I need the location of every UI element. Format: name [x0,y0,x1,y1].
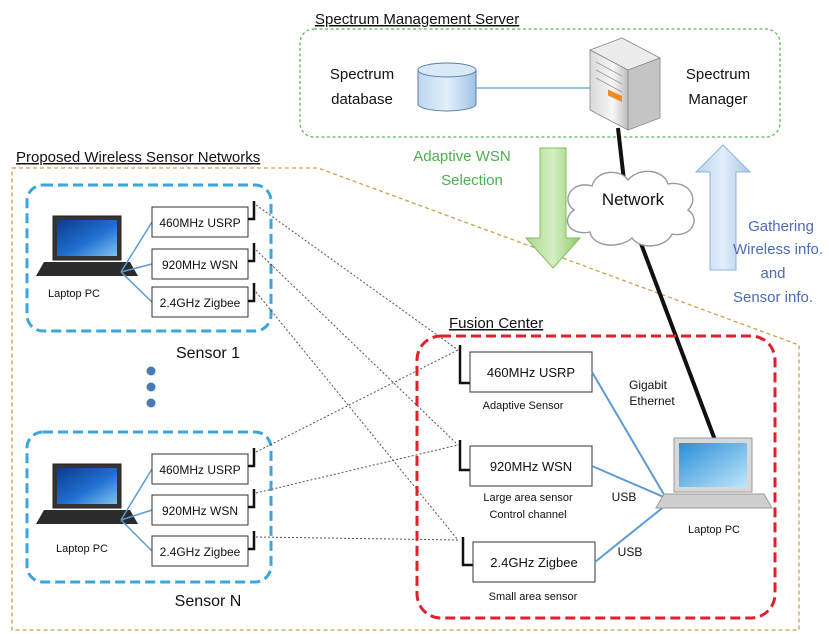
fusion-caption-wsn-2: Control channel [489,509,566,521]
sensor-n-laptop-icon [36,463,138,524]
link-label-gigabit-1: Gigabit [629,378,668,392]
radio-links [255,204,459,541]
database-icon [417,62,477,112]
fusion-caption-usrp: Adaptive Sensor [483,400,564,412]
gathering-arrow [694,144,752,271]
server-title: Spectrum Management Server [315,11,519,28]
sensor-n-border [25,430,273,584]
sensor-n-module-usrp [151,453,249,485]
gathering-label-line4: Sensor info. [733,289,813,306]
link-label-usb-2: USB [618,545,643,559]
fusion-center: Fusion Center 460MHz USRP Adaptive Senso… [415,315,777,620]
sensor-1-module-wsn-label: 920MHz WSN [162,258,238,272]
gigabit-link [591,371,667,499]
spectrum-management-server: Spectrum Management Server Spectrum data… [299,11,781,138]
proposed-wsn-group: Proposed Wireless Sensor Networks [11,149,800,631]
gathering-label-line3: and [760,265,785,282]
adaptive-wsn-arrow [524,147,582,269]
adaptive-label-line1: Adaptive WSN [413,148,511,165]
link-label-gigabit-2: Ethernet [629,394,675,408]
usb-link-wsn [591,465,667,499]
fusion-caption-wsn-1: Large area sensor [483,492,573,504]
sensor-1-node: Laptop PC 460MHz USRP 920MHz WSN 2.4GHz … [25,183,273,362]
fusion-module-wsn [469,445,593,487]
network-label: Network [602,190,665,209]
network-cloud-icon [566,170,695,247]
fusion-laptop-icon [655,437,773,509]
fusion-module-usrp-label: 460MHz USRP [487,365,575,380]
db-label-line1: Spectrum [330,66,394,83]
usb-link-zigbee [594,504,667,563]
sensor-1-antenna-icons [248,201,256,303]
fusion-border [415,334,777,620]
manager-label-line1: Spectrum [686,66,750,83]
gathering-label-line1: Gathering [748,218,814,235]
sensor-n-module-zigbee [151,535,249,567]
sensor-n-node: Laptop PC 460MHz USRP 920MHz WSN 2.4GHz … [25,430,273,610]
sensor-n-module-wsn-label: 920MHz WSN [162,504,238,518]
sensor-n-laptop-label: Laptop PC [56,543,108,555]
sensor-1-name: Sensor 1 [176,345,240,362]
sensor-1-module-usrp-label: 460MHz USRP [159,216,240,230]
db-label-line2: database [331,91,393,108]
sensor-n-module-zigbee-label: 2.4GHz Zigbee [160,545,241,559]
network-laptop-link [632,224,717,441]
sensor-n-module-wsn [151,494,249,526]
fusion-module-usrp [469,351,593,393]
sensor-1-module-usrp [151,206,249,238]
server-tower-icon [589,37,661,131]
fusion-laptop-label: Laptop PC [688,524,740,536]
wsn-title: Proposed Wireless Sensor Networks [16,149,260,166]
sensor-1-module-zigbee-label: 2.4GHz Zigbee [160,296,241,310]
sensor-1-laptop-label: Laptop PC [48,288,100,300]
sensor-n-name: Sensor N [175,593,242,610]
manager-label-line2: Manager [688,91,747,108]
sensor-1-laptop-icon [36,215,138,276]
fusion-antenna-icons [458,345,473,567]
fusion-module-wsn-label: 920MHz WSN [490,459,572,474]
adaptive-label-line2: Selection [441,172,503,189]
wsn-border [11,167,800,631]
sensor-n-antenna-icons [248,448,256,551]
sensor-1-module-zigbee [151,286,249,318]
sensor-n-module-usrp-label: 460MHz USRP [159,463,240,477]
more-sensors-dots [146,366,156,408]
server-border [299,28,781,138]
sensor-1-border [25,183,273,333]
sensor-1-module-wsn [151,248,249,280]
link-label-usb-1: USB [612,490,637,504]
fusion-module-zigbee [472,541,596,583]
gathering-label-line2: Wireless info. [733,241,823,258]
fusion-caption-zigbee: Small area sensor [489,591,578,603]
fusion-module-zigbee-label: 2.4GHz Zigbee [490,555,577,570]
fusion-title: Fusion Center [449,315,543,332]
